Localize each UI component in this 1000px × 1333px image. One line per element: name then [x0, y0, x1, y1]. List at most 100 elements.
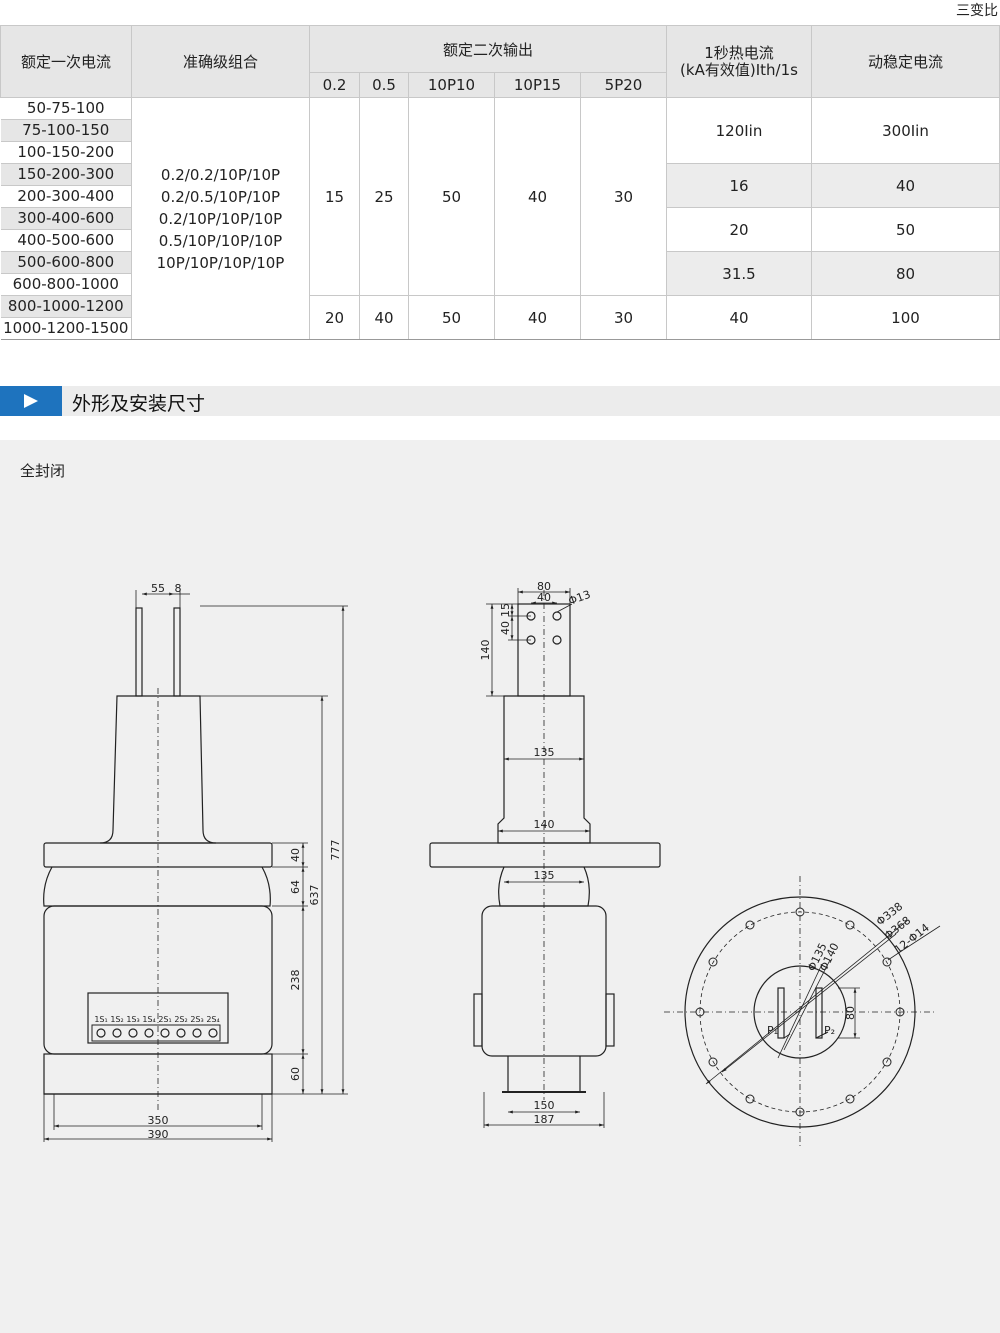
- play-arrow-icon: [0, 386, 62, 416]
- dim-60: 60: [289, 1067, 302, 1081]
- dim-80: 80: [537, 580, 551, 593]
- dim-187: 187: [534, 1113, 555, 1126]
- output-cell: 30: [580, 97, 667, 296]
- terminal-label: 1S₂: [110, 1015, 123, 1024]
- terminal-label: 1S₄: [142, 1015, 155, 1024]
- header-class-10p10: 10P10: [408, 72, 495, 98]
- header-thermal-current: 1秒热电流 (kA有效值)Ith/1s: [666, 25, 812, 98]
- output-cell: 50: [408, 295, 495, 340]
- output-cell: 40: [494, 97, 581, 296]
- current-cell: 50-75-100: [0, 97, 132, 120]
- output-cell: 20: [309, 295, 360, 340]
- current-cell: 300-400-600: [0, 207, 132, 230]
- dynamic-cell: 40: [811, 163, 1000, 208]
- side-dim-labels: 80 40 Φ13 15 40 140 135 140 135 150 187: [479, 580, 592, 1126]
- dim-777: 777: [329, 840, 342, 861]
- header-rated-secondary-output: 额定二次输出: [309, 25, 667, 73]
- output-cell: 25: [359, 97, 409, 296]
- dim-64: 64: [289, 880, 302, 894]
- drawing-subtitle: 全封闭: [20, 462, 66, 480]
- thermal-cell: 31.5: [666, 251, 812, 296]
- dim-55: 55: [151, 582, 165, 595]
- current-cell: 75-100-150: [0, 119, 132, 142]
- label-p1: P₁: [767, 1024, 778, 1037]
- terminal-label: 1S₁: [94, 1015, 107, 1024]
- dim-135-upper: 135: [534, 746, 555, 759]
- current-cell: 150-200-300: [0, 163, 132, 186]
- front-busbar: [173, 607, 181, 697]
- header-class-5p20: 5P20: [580, 72, 667, 98]
- output-cell: 30: [580, 295, 667, 340]
- front-neck: [43, 866, 271, 907]
- top-busbar-p2: [815, 987, 823, 1039]
- terminal-labels: 1S₁ 1S₂ 1S₃ 1S₄ 2S₁ 2S₂ 2S₃ 2S₄: [94, 1015, 219, 1024]
- top-view: [664, 876, 941, 1148]
- bolt-holes: [695, 907, 905, 1117]
- header-thermal-line1: 1秒热电流: [704, 43, 774, 62]
- terminal-block: [91, 1024, 221, 1042]
- front-busbar: [135, 607, 143, 697]
- current-cell: 800-1000-1200: [0, 295, 132, 318]
- accuracy-combo-cell: 0.2/0.2/10P/10P 0.2/0.5/10P/10P 0.2/10P/…: [131, 97, 310, 340]
- terminal-label: 2S₄: [206, 1015, 219, 1024]
- accuracy-combo-item: 0.2/0.2/10P/10P: [160, 165, 281, 184]
- terminal-label: 2S₁: [158, 1015, 171, 1024]
- side-flange: [429, 842, 661, 868]
- current-cell: 500-600-800: [0, 251, 132, 274]
- terminal-label: 1S₃: [126, 1015, 139, 1024]
- top-busbar-p1: [777, 987, 785, 1039]
- dim-15: 15: [499, 603, 512, 617]
- side-view: [429, 588, 661, 1128]
- header-rated-primary: 额定一次电流: [0, 25, 132, 98]
- dim-238: 238: [289, 970, 302, 991]
- output-cell: 15: [309, 97, 360, 296]
- dim-135-neck: 135: [534, 869, 555, 882]
- front-view: [43, 590, 348, 1142]
- header-class-0-2: 0.2: [309, 72, 360, 98]
- thermal-cell: 40: [666, 295, 812, 340]
- current-cell: 400-500-600: [0, 229, 132, 252]
- dim-40: 40: [289, 848, 302, 862]
- output-cell: 40: [494, 295, 581, 340]
- dim-350: 350: [148, 1114, 169, 1127]
- dim-40-top: 40: [537, 591, 551, 604]
- current-cell: 600-800-1000: [0, 273, 132, 296]
- accuracy-combo-item: 0.2/10P/10P/10P: [158, 209, 283, 228]
- terminal-label: 2S₂: [174, 1015, 187, 1024]
- dynamic-cell: 100: [811, 295, 1000, 340]
- accuracy-combo-item: 0.2/0.5/10P/10P: [160, 187, 281, 206]
- output-cell: 40: [359, 295, 409, 340]
- thermal-cell: 16: [666, 163, 812, 208]
- label-p2: P₂: [824, 1024, 835, 1037]
- header-dynamic-current: 动稳定电流: [811, 25, 1000, 98]
- header-class-10p15: 10P15: [494, 72, 581, 98]
- current-cell: 200-300-400: [0, 185, 132, 208]
- dim-8: 8: [175, 582, 182, 595]
- dim-80-top: 80: [844, 1006, 857, 1020]
- accuracy-combo-item: 10P/10P/10P/10P: [156, 253, 285, 272]
- accuracy-combo-item: 0.5/10P/10P/10P: [158, 231, 283, 250]
- dim-150: 150: [534, 1099, 555, 1112]
- header-class-0-5: 0.5: [359, 72, 409, 98]
- section-header: 外形及安装尺寸: [0, 386, 1000, 416]
- dim-phi13: Φ13: [567, 588, 593, 608]
- current-cell: 1000-1200-1500: [0, 317, 132, 340]
- header-accuracy-combo: 准确级组合: [131, 25, 310, 98]
- dim-637: 637: [308, 885, 321, 906]
- header-thermal-line2: (kA有效值)Ith/1s: [680, 60, 798, 79]
- dim-390: 390: [148, 1128, 169, 1141]
- dim-140-flange: 140: [534, 818, 555, 831]
- dynamic-cell: 80: [811, 251, 1000, 296]
- thermal-cell: 20: [666, 207, 812, 252]
- terminal-label: 2S₃: [190, 1015, 203, 1024]
- drawing-panel: 全封闭: [0, 440, 1000, 1333]
- output-cell: 50: [408, 97, 495, 296]
- dynamic-cell: 300Iin: [811, 97, 1000, 164]
- section-title: 外形及安装尺寸: [72, 393, 206, 415]
- dim-140-side: 140: [479, 640, 492, 661]
- spec-table: 额定一次电流 准确级组合 额定二次输出 1秒热电流 (kA有效值)Ith/1s …: [0, 25, 1000, 340]
- page-corner-label: 三变比: [956, 3, 998, 19]
- thermal-cell: 120Iin: [666, 97, 812, 164]
- front-dim-labels: 55 8 40 64 637 777 238 60 350 390: [148, 582, 343, 1141]
- dim-40-side: 40: [499, 621, 512, 635]
